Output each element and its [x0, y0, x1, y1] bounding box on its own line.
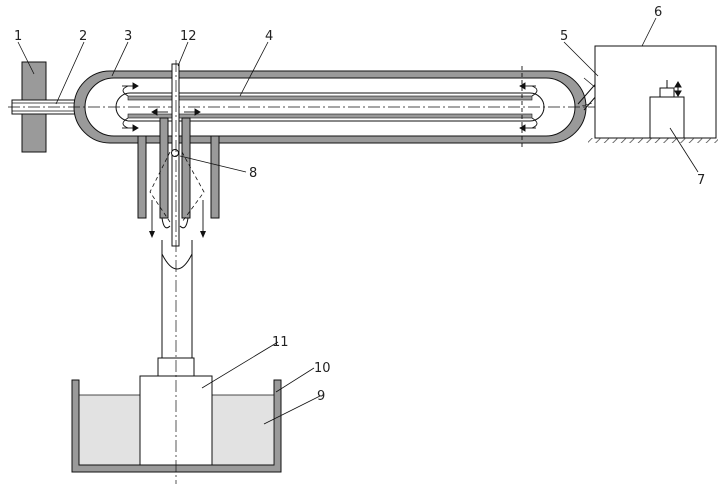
label-6: 6: [654, 5, 662, 20]
label-1: 1: [14, 29, 22, 44]
label-11: 11: [272, 335, 289, 350]
label-4: 4: [265, 29, 273, 44]
flow-arrows-housing: [122, 66, 538, 148]
label-9: 9: [317, 389, 325, 404]
label-10: 10: [314, 361, 331, 376]
label-7: 7: [697, 173, 705, 188]
nozzle-housing: [137, 117, 220, 238]
label-2: 2: [79, 29, 87, 44]
leader-lines: [17, 17, 699, 425]
actuator: [649, 80, 685, 139]
label-12: 12: [180, 29, 197, 44]
label-8: 8: [249, 166, 257, 181]
sensor-point: [171, 149, 179, 157]
label-5: 5: [560, 29, 568, 44]
label-3: 3: [124, 29, 132, 44]
